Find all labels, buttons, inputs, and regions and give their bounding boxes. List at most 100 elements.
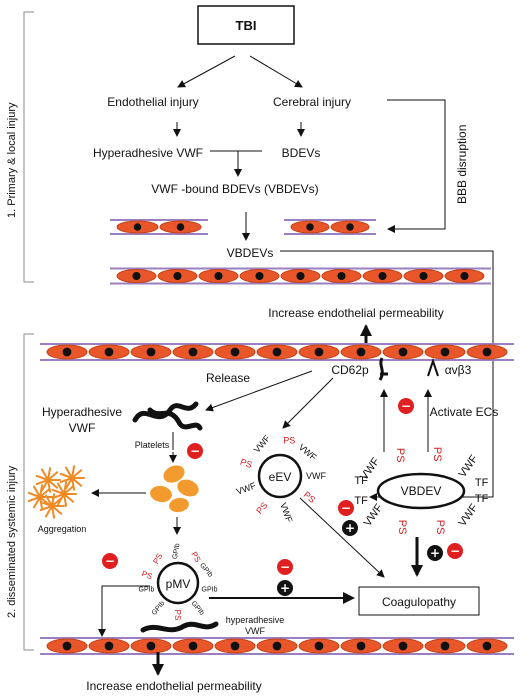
plus-badge-icon — [277, 580, 293, 596]
endothelial-injury-label: Endothelial injury — [107, 95, 198, 109]
cell-nucleus — [230, 347, 240, 357]
cell-nucleus — [104, 641, 114, 651]
cell-nucleus — [314, 641, 324, 651]
promote-eev: + — [342, 520, 358, 536]
vbdev-tf-marker: TF — [354, 495, 368, 507]
pmv-gpib-marker: GPIb — [202, 587, 218, 594]
cell-nucleus — [440, 347, 450, 357]
bbb-disruption-label: BBB disruption — [455, 125, 469, 204]
minus-badge-icon — [277, 559, 293, 575]
minus-badge-icon — [447, 543, 463, 559]
cell-nucleus — [346, 223, 354, 231]
arrow-tbi-endothelial — [177, 55, 236, 88]
arrow-tbi-cerebral — [249, 55, 303, 88]
vbdev-label: VBDEV — [401, 484, 442, 498]
cell-nucleus — [356, 641, 366, 651]
eev-vwf-marker: VWF — [235, 480, 258, 496]
eev-ps-marker: PS — [283, 435, 295, 445]
cell-nucleus — [104, 347, 114, 357]
cell-nucleus — [482, 641, 492, 651]
aggregation-core — [61, 491, 67, 497]
platelet-4 — [169, 497, 189, 513]
inhibit-eev: − — [338, 500, 354, 516]
hyperadhesive-vwf-systemic-line1: Hyperadhesive — [42, 405, 122, 419]
increase-permeability-top-label: Increase endothelial permeability — [268, 306, 443, 320]
vwf-strand-icon — [132, 401, 203, 431]
aggregation-core — [49, 503, 55, 509]
increase-permeability-bottom-label: Increase endothelial permeability — [86, 679, 261, 693]
arrow-release-vwf — [205, 370, 313, 412]
vbdev-ps-marker: PS — [394, 448, 406, 463]
inhibit-pmv-left: − — [102, 553, 118, 569]
bdevs-label: BDEVs — [282, 146, 321, 160]
pmv-label: pMV — [166, 577, 191, 591]
plus-sign: + — [345, 521, 355, 535]
vbdev-tf-marker: TF — [354, 475, 368, 487]
avb3-receptor — [427, 357, 439, 377]
vwf-bound-bdevs-label: VWF -bound BDEVs (VBDEVs) — [151, 182, 318, 196]
pmv-gpib-marker: GPIb — [190, 600, 206, 617]
cell-nucleus — [482, 347, 492, 357]
vbdev-vesicle — [376, 472, 466, 510]
plus-badge-icon — [342, 520, 358, 536]
arrow-release-eev — [282, 377, 334, 429]
promote-vbdev: + — [427, 545, 443, 561]
release-label: Release — [206, 371, 250, 385]
vessel-segment-upper-right — [284, 219, 376, 235]
minus-sign: − — [105, 554, 115, 568]
tbi-label: TBI — [236, 18, 257, 33]
cell-nucleus — [132, 271, 141, 281]
cell-nucleus — [146, 641, 156, 651]
cell-nucleus — [419, 271, 428, 281]
plus-badge-icon — [427, 545, 443, 561]
cerebral-injury-label: Cerebral injury — [273, 95, 351, 109]
cell-nucleus — [306, 223, 314, 231]
inhibit-vbdev: − — [447, 543, 463, 559]
minus-sign: − — [341, 501, 351, 515]
cell-nucleus — [62, 641, 72, 651]
vessel-primary-lower — [110, 267, 491, 285]
inhibit-platelets: − — [187, 443, 203, 459]
aggregation-core — [45, 477, 51, 483]
cell-nucleus — [133, 223, 142, 231]
eev-ps-marker: PS — [254, 500, 269, 516]
vbdev-vwf-marker: VWF — [457, 453, 481, 480]
eev-vwf-marker: VWF — [297, 442, 319, 463]
eev-ps-marker: PS — [302, 490, 318, 505]
cell-nucleus — [188, 641, 198, 651]
cell-nucleus — [314, 347, 324, 357]
eev-label: eEV — [269, 470, 292, 484]
cell-nucleus — [214, 271, 223, 281]
tbi-box — [197, 5, 295, 45]
inhibit-activate-ecs: − — [398, 398, 414, 414]
eev-vwf-marker: VWF — [252, 433, 273, 455]
hyperadhesive-vwf-label: Hyperadhesive VWF — [93, 146, 203, 160]
section-label-primary: 1. Primary & local injury — [6, 102, 18, 218]
hyperadhesive-vwf-bottom-line2: VWF — [245, 626, 265, 636]
cell-nucleus — [230, 641, 240, 651]
coagulopathy-label: Coagulopathy — [382, 595, 456, 609]
inhibit-pmv-coag: − — [277, 559, 293, 575]
pmv-ps-marker: PS — [151, 552, 164, 566]
eev-vesicle — [257, 453, 303, 499]
arrow-pmv-left-down — [98, 585, 150, 637]
pmv-ps-marker: PS — [140, 569, 153, 581]
plus-sign: + — [280, 581, 290, 595]
cd62p-label: CD62p — [331, 363, 369, 377]
vbdev-tf-marker: TF — [475, 493, 489, 505]
cell-nucleus — [62, 347, 72, 357]
plus-sign: + — [430, 546, 440, 560]
cd62p-receptor — [378, 357, 388, 381]
avb3-label: αvβ3 — [445, 363, 472, 377]
arrow-eev-coagulopathy — [299, 497, 385, 578]
aggregation-core — [37, 494, 43, 500]
cell-nucleus — [146, 347, 156, 357]
pmv-gpib-marker: GPIb — [198, 562, 214, 579]
vbdev-vwf-marker: VWF — [457, 502, 481, 529]
vbdevs-label: VBDEVs — [227, 246, 274, 260]
pmv-ps-marker: PS — [189, 550, 202, 564]
vbdev-ps-marker: PS — [396, 520, 408, 535]
minus-sign: − — [401, 399, 411, 413]
